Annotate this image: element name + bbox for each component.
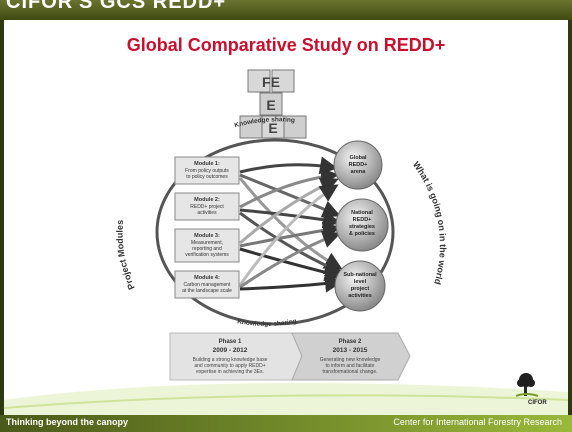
module-3-title: Module 3: <box>194 233 220 239</box>
module-4-title: Module 4: <box>194 275 220 281</box>
cifor-logo-text: CIFOR <box>528 400 547 406</box>
level-national-line-1: National <box>351 210 373 216</box>
top-banner-text: CIFOR'S GCS REDD+ <box>6 0 227 13</box>
module-2: Module 2: REDD+ project activities <box>174 192 240 221</box>
world-label: What is going on in the world <box>411 160 448 286</box>
block-label-3: E <box>268 120 277 136</box>
level-global-line-2: REDD+ <box>349 162 368 168</box>
block-label-2: E <box>266 97 275 113</box>
level-global: Global REDD+ arena <box>333 140 383 190</box>
level-subnational: Sub-national level project activities <box>334 260 386 312</box>
level-global-line-1: Global <box>349 155 367 161</box>
decorative-swoosh-line <box>3 394 569 409</box>
phase-1-years: 2009 - 2012 <box>213 347 248 354</box>
phase-1: Phase 1 2009 - 2012 Building a strong kn… <box>169 332 303 381</box>
module-3-line-3: verification systems <box>185 252 229 258</box>
phase-1-line-3: expertise in achieving the 3Es. <box>196 369 264 375</box>
phase-2-name: Phase 2 <box>339 339 362 345</box>
module-1-line-2: to policy outcomes <box>186 174 228 180</box>
module-4-line-1: Carbon management <box>184 282 232 288</box>
level-subnational-line-2: level <box>354 279 367 285</box>
phase-1-line-1: Building a strong knowledge base <box>193 357 268 363</box>
level-global-line-3: arena <box>351 169 367 175</box>
module-1: Module 1: From policy outputs to policy … <box>174 156 240 185</box>
top-banner: CIFOR'S GCS REDD+ <box>0 0 572 20</box>
decorative-swoosh <box>4 382 568 415</box>
module-4: Module 4: Carbon management at the lands… <box>174 270 240 299</box>
level-national-line-3: strategies <box>349 224 375 230</box>
footer-tagline: Thinking beyond the canopy <box>6 417 129 427</box>
project-modules-label: Project Modules <box>115 219 137 291</box>
cifor-logo: CIFOR <box>515 373 547 406</box>
connection-arrows <box>238 156 343 293</box>
letter-blocks: FE E E <box>239 69 307 139</box>
phase-2-line-2: to inform and facilitate <box>326 363 375 369</box>
phase-2-years: 2013 - 2015 <box>333 347 368 354</box>
phase-2-line-1: Generating new knowledge <box>320 357 381 363</box>
module-1-title: Module 1: <box>194 161 220 167</box>
phase-1-line-2: and community to apply REDD+ <box>194 363 265 369</box>
level-national-line-4: & policies <box>349 231 375 237</box>
level-subnational-line-4: activities <box>348 293 372 299</box>
level-subnational-line-3: project <box>351 286 370 292</box>
phase-2: Phase 2 2013 - 2015 Generating new knowl… <box>291 332 411 381</box>
module-2-line-1: REDD+ project <box>190 204 224 210</box>
phase-1-name: Phase 1 <box>219 339 242 345</box>
block-label-1: FE <box>262 74 280 90</box>
module-3-line-2: reporting and <box>192 246 222 252</box>
module-2-line-2: activities <box>197 210 217 216</box>
knowledge-sharing-bottom: Knowledge sharing <box>237 318 298 328</box>
phase-2-line-3: transformational change. <box>322 369 377 375</box>
footer-organization: Center for International Forestry Resear… <box>393 417 562 427</box>
slide-title: Global Comparative Study on REDD+ <box>126 35 446 55</box>
level-subnational-line-1: Sub-national <box>343 272 377 278</box>
module-4-line-2: at the landscape scale <box>182 288 232 294</box>
module-3-line-1: Measurement, <box>191 240 223 246</box>
knowledge-ring <box>155 138 395 326</box>
module-2-title: Module 2: <box>194 197 220 203</box>
level-national-line-2: REDD+ <box>353 217 372 223</box>
module-1-line-1: From policy outputs <box>185 168 229 174</box>
level-national: National REDD+ strategies & policies <box>335 198 389 252</box>
module-3: Module 3: Measurement, reporting and ver… <box>174 228 240 263</box>
footer-bar: Thinking beyond the canopy Center for In… <box>0 415 572 432</box>
